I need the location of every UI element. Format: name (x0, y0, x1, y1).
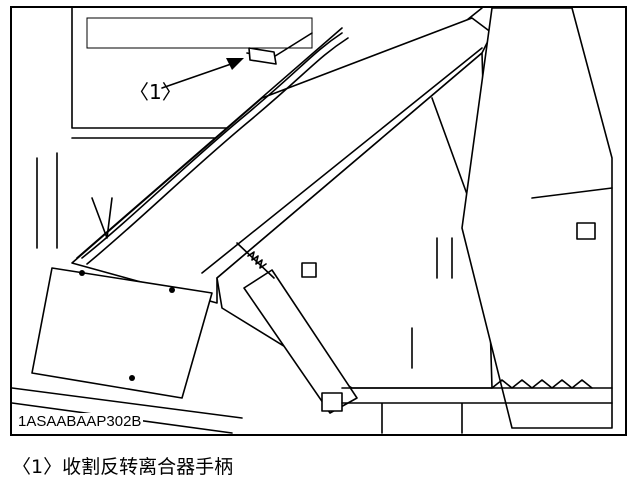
upper-frame-inner (86, 17, 313, 49)
left-bracket (91, 197, 113, 239)
figure-caption: 〈1〉收割反转离合器手柄 (12, 456, 234, 478)
callout-label: 〈1〉 (129, 80, 182, 104)
lever-arm (243, 269, 358, 414)
fitting-block (301, 262, 317, 278)
panel-bolt (129, 375, 135, 381)
clutch-handle-grip (248, 47, 277, 65)
panel-bolt (169, 287, 175, 293)
diagonal-cover-lower-edge (201, 47, 483, 274)
callout-arrow-line (161, 62, 235, 89)
machine-drawing (12, 8, 613, 434)
vertical-pipe (436, 237, 453, 279)
grain-tank-edge (531, 187, 613, 199)
side-access-panel (31, 267, 213, 399)
callout-arrowhead (226, 58, 244, 70)
chute-edge (431, 97, 473, 209)
left-post (36, 152, 58, 249)
clutch-cable (81, 32, 343, 259)
clutch-cable-parallel (86, 37, 349, 265)
figure-code: 1ASAABAAP302B (16, 413, 144, 430)
lever-spring (247, 251, 267, 269)
track-teeth (491, 379, 593, 389)
figure-frame: 〈1〉 1ASAABAAP302B (10, 6, 627, 436)
lever-rod (236, 242, 275, 279)
lever-grip-block (321, 392, 343, 412)
tank-label-plate (576, 222, 596, 240)
panel-bolt (79, 270, 85, 276)
base-frame (341, 387, 613, 434)
grain-tank (461, 8, 613, 429)
diagonal-cover-top-edge (76, 27, 343, 259)
